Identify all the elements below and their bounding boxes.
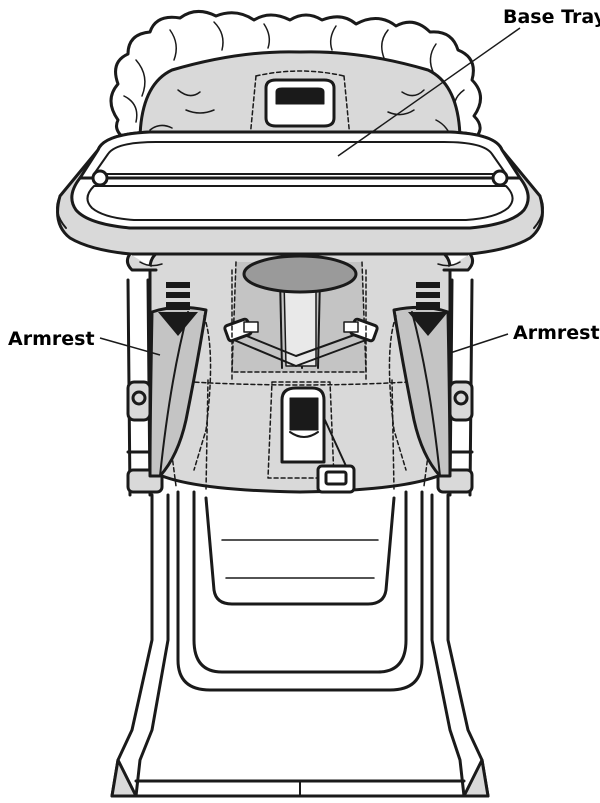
seat-pad xyxy=(148,244,452,494)
leader-line-base-tray xyxy=(337,27,521,157)
label-armrest-right: Armrest xyxy=(513,322,600,344)
label-armrest-left: Armrest xyxy=(8,328,95,350)
seat-back xyxy=(109,10,482,152)
leader-line-armrest-right xyxy=(449,333,509,354)
down-arrow-icon xyxy=(408,282,448,336)
label-base-tray: Base Tray xyxy=(503,6,600,28)
frame-top-brackets xyxy=(125,252,475,272)
leader-line-armrest-left xyxy=(99,337,161,356)
leader-lines xyxy=(99,27,521,356)
armrest-left xyxy=(148,305,212,478)
down-arrow-icon xyxy=(158,282,198,336)
footrest xyxy=(176,490,424,692)
base-tray xyxy=(56,130,544,256)
armrest-right xyxy=(388,305,452,478)
chair-base-legs xyxy=(110,493,490,798)
